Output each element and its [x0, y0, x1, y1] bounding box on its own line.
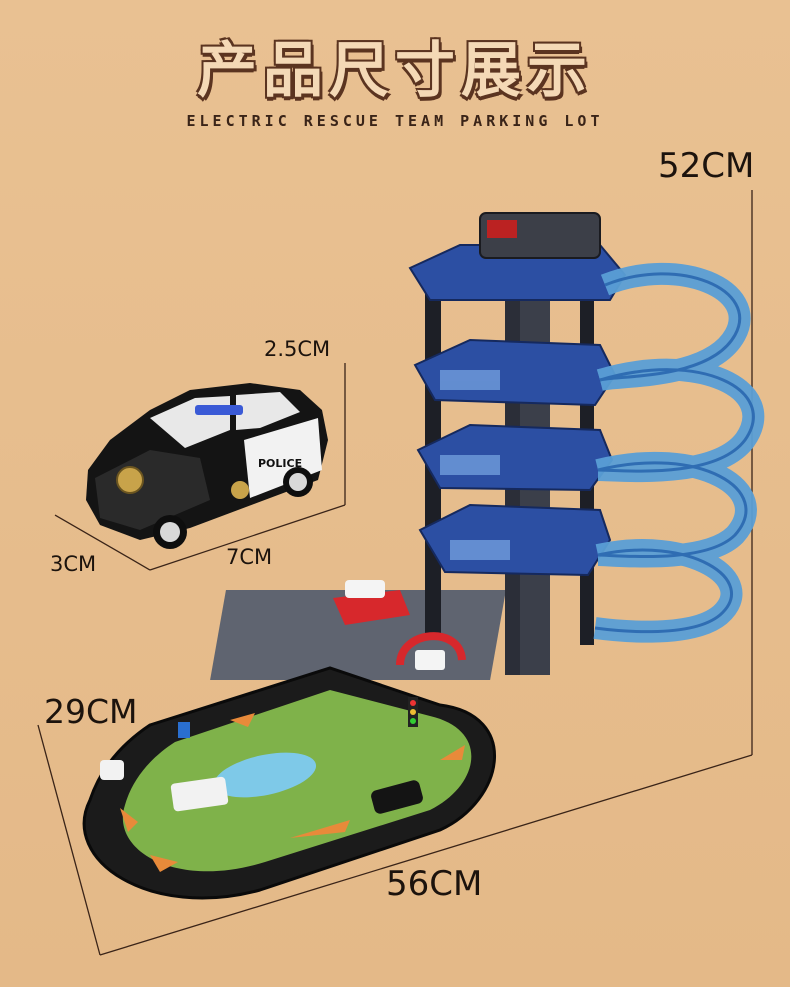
tower-height-label: 52CM — [658, 146, 755, 186]
car-length-label: 7CM — [226, 545, 273, 569]
police-car: POLICE — [86, 383, 328, 549]
car-height-label: 2.5CM — [264, 337, 331, 361]
car-width-label: 3CM — [50, 552, 97, 576]
dimension-lines — [37, 190, 753, 956]
race-track — [82, 666, 496, 900]
track-depth-label: 29CM — [44, 692, 138, 731]
track-length-label: 56CM — [386, 864, 483, 904]
police-label: POLICE — [258, 457, 302, 470]
page-title: 产品尺寸展示 — [197, 36, 593, 106]
page-subtitle: ELECTRIC RESCUE TEAM PARKING LOT — [186, 112, 604, 130]
parking-tower — [210, 212, 765, 680]
